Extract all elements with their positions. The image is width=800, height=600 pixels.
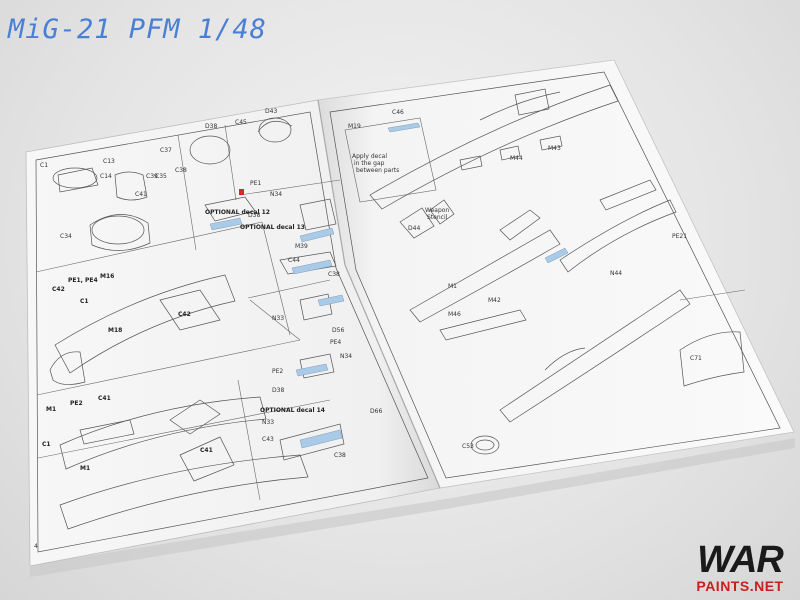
part-label: C35 xyxy=(155,173,167,180)
instruction-note: Apply decal xyxy=(352,153,387,160)
part-label: M1 xyxy=(448,283,457,290)
overlay-title: MiG-21 PFM 1/48 xyxy=(8,14,267,45)
part-label: C41 xyxy=(200,447,213,454)
part-label: M1 xyxy=(46,406,56,413)
part-label: C43 xyxy=(262,436,274,443)
part-label: D38 xyxy=(205,123,217,130)
part-label: M19 xyxy=(348,123,361,130)
red-decal-marker xyxy=(239,189,244,195)
part-label: C39 xyxy=(146,173,158,180)
right-part-labels: M19 C46 M44 M43 D44 M1 M42 M46 N44 PE21 … xyxy=(348,109,702,450)
part-label: D56 xyxy=(332,327,344,334)
instruction-note: between parts xyxy=(356,167,399,174)
part-label: PE4 xyxy=(330,339,341,346)
part-label: M42 xyxy=(488,297,501,304)
part-label: C71 xyxy=(690,355,702,362)
right-blue-highlights xyxy=(387,122,569,264)
part-label: C38 xyxy=(334,452,346,459)
instruction-note: Weapon xyxy=(425,207,449,214)
optional-decal-note: OPTIONAL decal 13 xyxy=(240,224,305,231)
right-line-art xyxy=(369,84,745,455)
right-panel-grid xyxy=(344,117,746,301)
part-label: C41 xyxy=(135,191,147,198)
part-label: PE1, PE4 xyxy=(68,277,98,284)
part-label: C41 xyxy=(98,395,111,402)
left-panel-grid xyxy=(35,124,341,501)
part-label: C53 xyxy=(462,443,474,450)
spine xyxy=(317,99,441,489)
part-label: M18 xyxy=(108,327,122,334)
left-line-art xyxy=(49,117,345,530)
part-label: N34 xyxy=(340,353,352,360)
page-number: 4 xyxy=(34,543,38,550)
part-label: M1 xyxy=(80,465,90,472)
part-label: N34 xyxy=(270,191,282,198)
watermark-logo: WAR PAINTS.NET xyxy=(688,539,792,594)
part-label: C45 xyxy=(235,119,247,126)
part-label: C42 xyxy=(178,311,191,318)
part-label: N33 xyxy=(272,315,284,322)
part-label: C34 xyxy=(60,233,72,240)
watermark-main: WAR xyxy=(697,539,784,581)
part-label: D44 xyxy=(408,225,420,232)
part-label: C37 xyxy=(160,147,172,154)
part-label: C1 xyxy=(42,441,51,448)
part-label: PE2 xyxy=(272,368,283,375)
part-label: M43 xyxy=(548,145,561,152)
part-label: M39 xyxy=(295,243,308,250)
part-label: N44 xyxy=(610,270,622,277)
instruction-note: in the gap xyxy=(354,160,385,167)
left-part-labels: C1 C13 C14 C39 C41 C42 C34 PE1, PE4 M16 … xyxy=(34,108,382,550)
part-label: PE21 xyxy=(672,233,687,240)
part-label: C38 xyxy=(328,271,340,278)
part-label: N33 xyxy=(262,419,274,426)
part-label: C44 xyxy=(288,257,300,264)
part-label: D38 xyxy=(248,212,260,219)
part-label: C1 xyxy=(80,298,89,305)
instruction-note: Stencil xyxy=(427,214,448,221)
part-label: M46 xyxy=(448,311,461,318)
part-label: C1 xyxy=(40,162,48,169)
watermark-sub: PAINTS.NET xyxy=(696,578,784,594)
part-label: C14 xyxy=(100,173,112,180)
optional-decal-note: OPTIONAL decal 14 xyxy=(260,407,325,414)
optional-decal-note: OPTIONAL decal 12 xyxy=(205,209,270,216)
part-label: C13 xyxy=(103,158,115,165)
part-label: M44 xyxy=(510,155,523,162)
part-label: C46 xyxy=(392,109,404,116)
part-label: PE2 xyxy=(70,400,83,407)
part-label: D38 xyxy=(272,387,284,394)
left-blue-highlights xyxy=(209,217,345,449)
part-label: D43 xyxy=(265,108,277,115)
part-label: C38 xyxy=(175,167,187,174)
part-label: D66 xyxy=(370,408,382,415)
part-label: PE1 xyxy=(250,180,261,187)
part-label: M16 xyxy=(100,273,114,280)
part-label: C42 xyxy=(52,286,65,293)
